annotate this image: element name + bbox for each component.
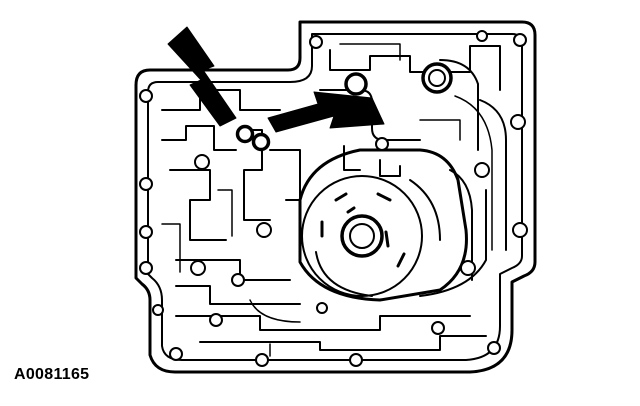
upper-right-channels xyxy=(319,43,507,251)
lower-channels xyxy=(175,189,487,357)
right-channels xyxy=(343,119,473,281)
plate-inner-contour xyxy=(147,33,523,361)
figure-id-label: A0081165 xyxy=(14,366,90,383)
plate-outline xyxy=(134,20,537,374)
bolt-holes xyxy=(139,30,528,367)
left-channels xyxy=(161,89,301,305)
callout-arrow-left xyxy=(167,26,237,127)
pump-area xyxy=(298,148,468,302)
highlighted-hole-upper xyxy=(235,124,255,144)
callout-arrow-right xyxy=(267,91,385,133)
highlighted-hole-lower xyxy=(251,132,271,152)
